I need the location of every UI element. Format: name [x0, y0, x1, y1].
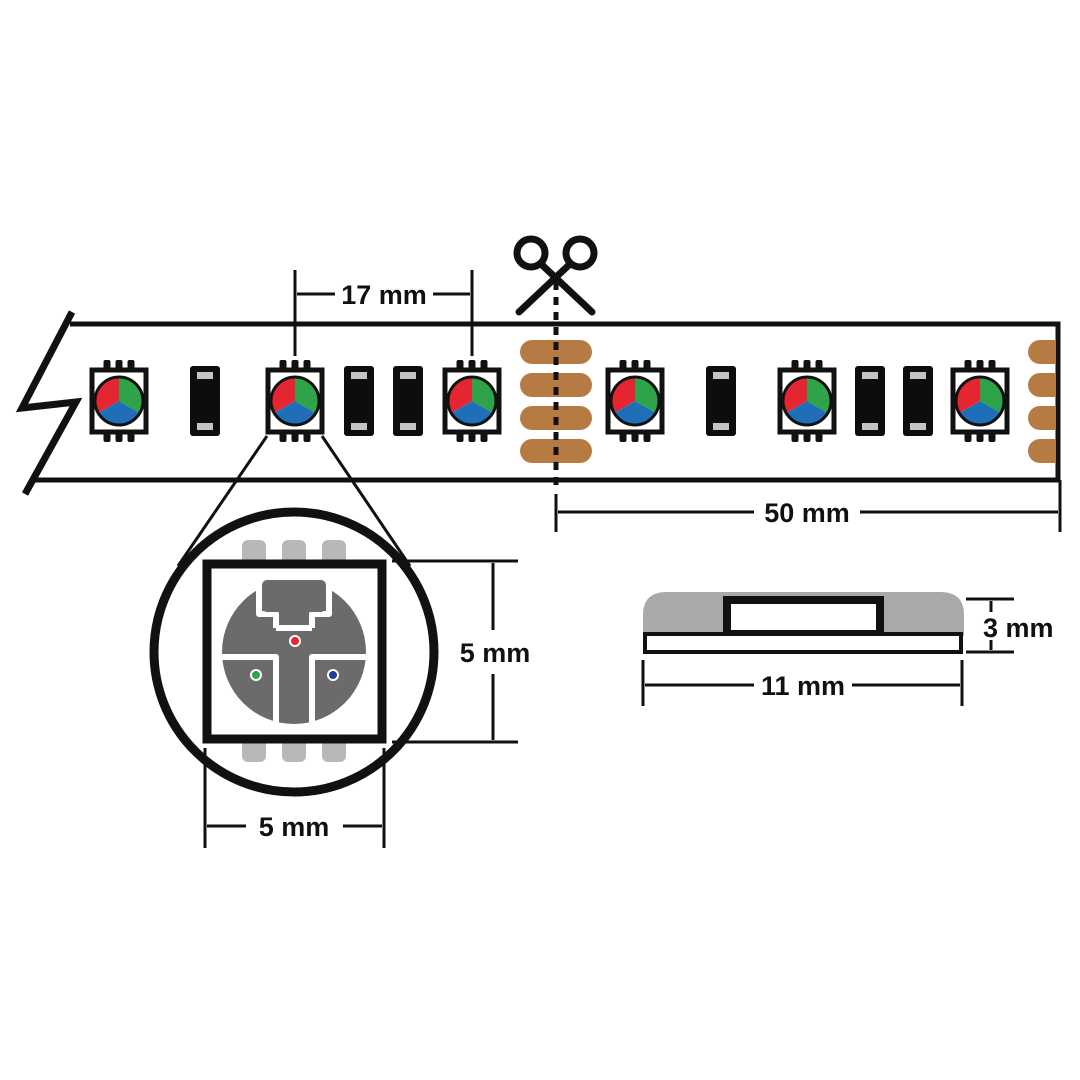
resistors: [190, 366, 933, 436]
solder-pad-end: [1028, 439, 1056, 463]
rgb-led: [605, 360, 665, 442]
dimension-profile-width: [641, 660, 964, 706]
dimension-profile-height: [966, 597, 1014, 654]
dimension-label: 5 mm: [259, 812, 330, 842]
dimension-label: 5 mm: [460, 638, 531, 668]
magnifier-callout: [149, 435, 439, 797]
dimension-label: 17 mm: [341, 280, 427, 310]
resistor: [344, 366, 374, 436]
resistor: [190, 366, 220, 436]
profile-led: [723, 596, 884, 638]
red-emitter: [289, 635, 301, 647]
led-strip: [15, 310, 1061, 496]
dimension-label: 11 mm: [761, 671, 845, 701]
leds: [89, 360, 1010, 442]
rgb-led: [265, 360, 325, 442]
rgb-led: [950, 360, 1010, 442]
profile-pcb: [643, 632, 963, 654]
solder-pad-end: [1028, 373, 1056, 397]
solder-pad: [520, 373, 592, 397]
break-icon: [15, 310, 83, 496]
rgb-led: [777, 360, 837, 442]
resistor: [393, 366, 423, 436]
solder-pad-end: [1028, 340, 1056, 364]
dimension-label: 3 mm: [983, 613, 1054, 643]
green-emitter: [250, 669, 262, 681]
solder-pad-end: [1028, 406, 1056, 430]
dimension-label: 50 mm: [764, 498, 850, 528]
solder-pad: [520, 340, 592, 364]
resistor: [855, 366, 885, 436]
rgb-led: [442, 360, 502, 442]
strip-profile: [643, 592, 964, 654]
scissors-icon: [513, 235, 598, 316]
strip-outline: [35, 321, 1061, 483]
dimension-led-pitch: [293, 270, 474, 356]
dimension-chip-height: [392, 559, 518, 744]
rgb-led: [89, 360, 149, 442]
led-chip-die: [222, 580, 366, 728]
dimension-chip-width: [203, 748, 386, 848]
resistor: [903, 366, 933, 436]
blue-emitter: [327, 669, 339, 681]
dimension-segment-length: [554, 480, 1062, 532]
resistor: [706, 366, 736, 436]
